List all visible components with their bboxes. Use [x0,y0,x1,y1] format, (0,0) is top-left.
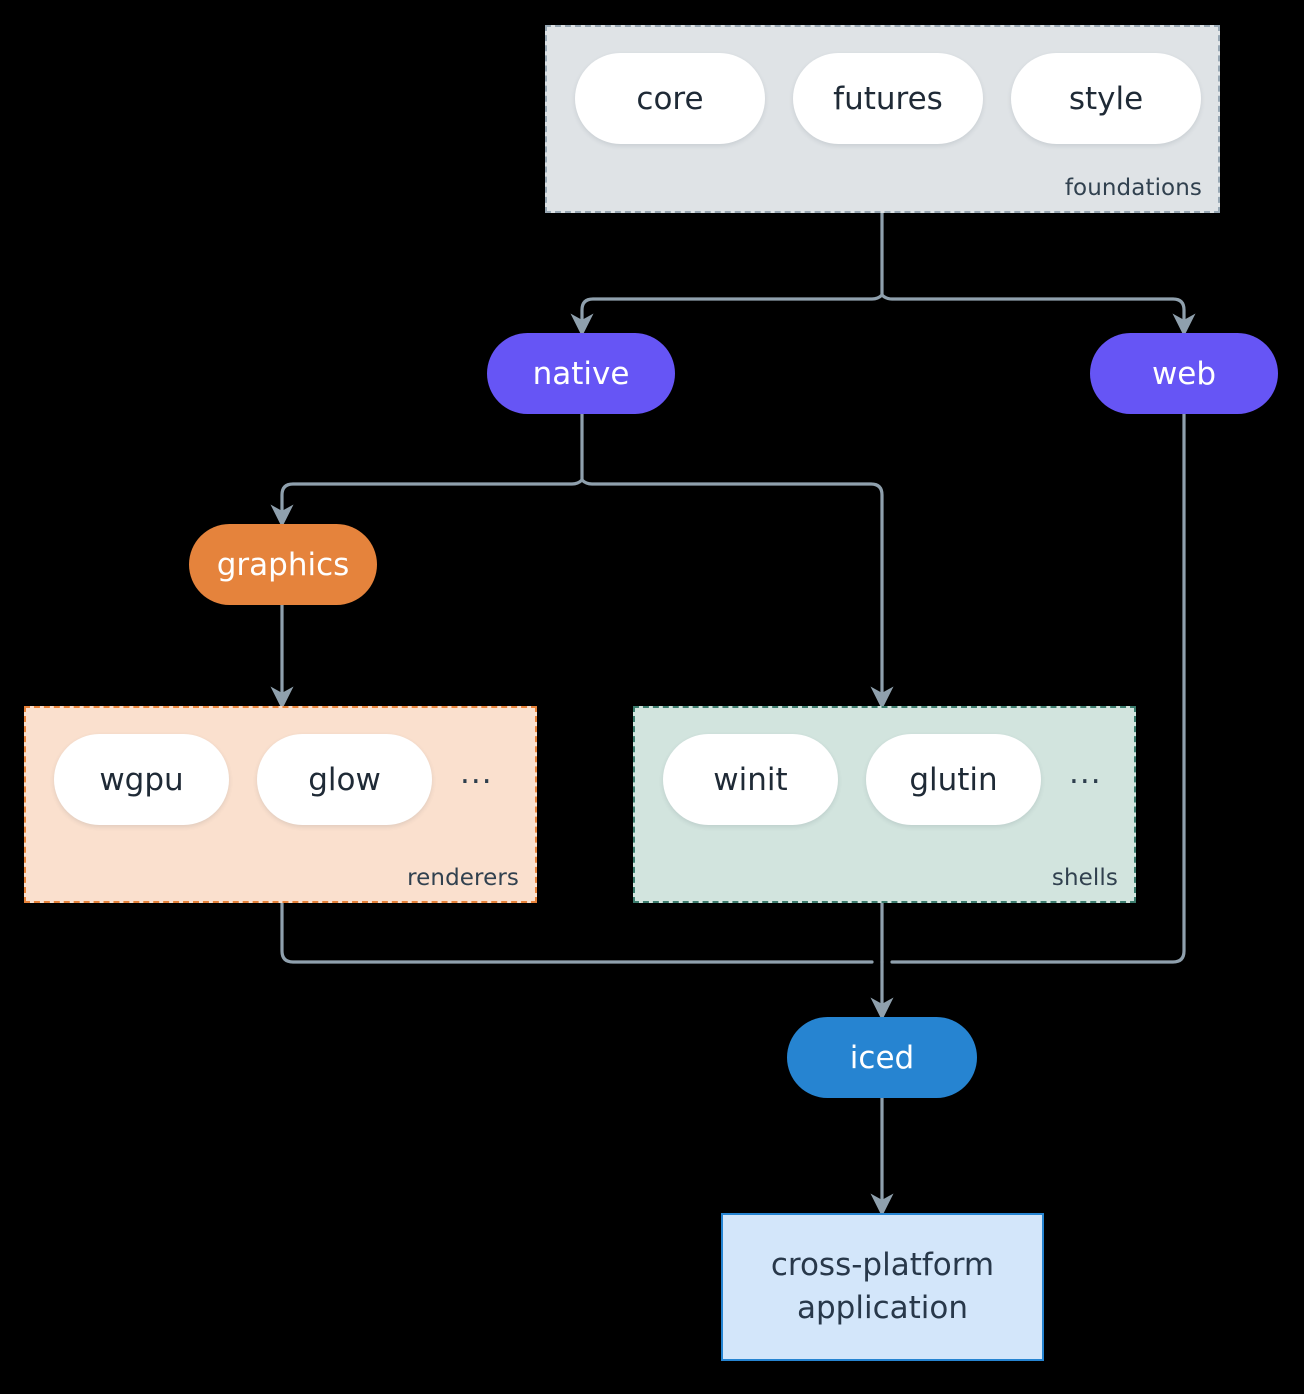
application-label-line2: application [797,1290,968,1326]
node-glutin-label: glutin [909,761,998,798]
node-core-label: core [636,80,704,117]
node-cross-platform-application[interactable]: cross-platform application [721,1213,1044,1361]
node-winit-label: winit [713,761,788,798]
shells-items: winit glutin ... [663,734,1102,825]
node-style-label: style [1068,80,1144,117]
node-iced-label: iced [849,1039,915,1076]
node-graphics-label: graphics [216,546,350,583]
group-renderers: wgpu glow ... renderers [24,706,537,903]
node-glow[interactable]: glow [257,734,432,825]
node-web[interactable]: web [1090,333,1278,414]
node-native[interactable]: native [487,333,675,414]
edge-foundations-to-web [880,293,1196,337]
node-wgpu[interactable]: wgpu [54,734,229,825]
renderers-more-indicator: ... [460,754,493,791]
renderers-items: wgpu glow ... [54,734,493,825]
node-winit[interactable]: winit [663,734,838,825]
node-futures[interactable]: futures [793,53,983,144]
shells-more-indicator: ... [1069,754,1102,791]
group-shells-label: shells [1051,865,1118,891]
node-core[interactable]: core [575,53,765,144]
node-graphics[interactable]: graphics [189,524,377,605]
group-shells: winit glutin ... shells [633,706,1136,903]
node-futures-label: futures [833,80,943,117]
node-style[interactable]: style [1011,53,1201,144]
node-web-label: web [1151,355,1217,392]
edge-native-to-graphics [270,478,584,528]
application-label-line1: cross-platform [770,1247,995,1284]
node-glutin[interactable]: glutin [866,734,1041,825]
group-renderers-label: renderers [407,865,519,891]
edge-native-to-shells [580,478,894,710]
edge-foundations-to-native [570,293,884,337]
group-foundations: core futures style foundations [545,25,1220,213]
group-foundations-label: foundations [1064,175,1202,201]
node-iced[interactable]: iced [787,1017,977,1098]
node-glow-label: glow [308,761,381,798]
node-native-label: native [532,355,630,392]
edge-renderers-to-merge [280,901,874,964]
node-wgpu-label: wgpu [99,761,184,798]
foundations-items: core futures style [575,53,1201,144]
